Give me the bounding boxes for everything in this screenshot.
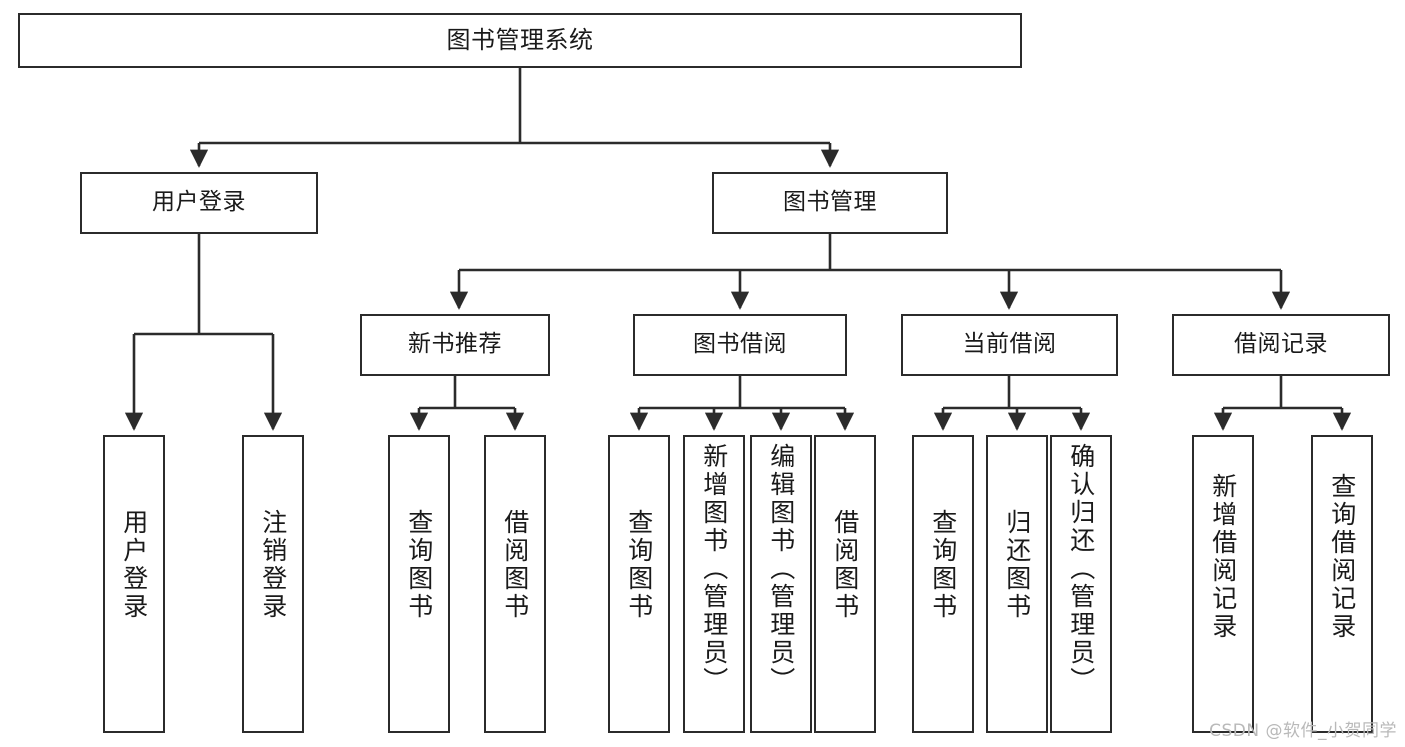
node-root-label: 图书管理系统 xyxy=(446,26,594,55)
node-leaf-query-record[interactable]: 查询借阅记录 xyxy=(1311,435,1373,733)
node-new-book-recommend[interactable]: 新书推荐 xyxy=(360,314,550,376)
node-leaf-query-book-2-label: 查询图书 xyxy=(624,509,654,621)
node-leaf-borrow-book-1-label: 借阅图书 xyxy=(500,509,530,621)
node-user-login-label: 用户登录 xyxy=(152,189,246,216)
node-book-borrow-label: 图书借阅 xyxy=(693,331,787,358)
node-leaf-add-book[interactable]: 新增图书（管理员） xyxy=(683,435,745,733)
node-leaf-user-logout-label: 注销登录 xyxy=(258,509,288,621)
node-borrow-record-label: 借阅记录 xyxy=(1234,331,1328,358)
node-book-borrow[interactable]: 图书借阅 xyxy=(633,314,847,376)
node-user-login[interactable]: 用户登录 xyxy=(80,172,318,234)
node-leaf-return-book-label: 归还图书 xyxy=(1002,509,1032,621)
node-leaf-confirm-return[interactable]: 确认归还（管理员） xyxy=(1050,435,1112,733)
node-leaf-add-book-label: 新增图书（管理员） xyxy=(699,443,729,695)
node-leaf-query-book-1-label: 查询图书 xyxy=(404,509,434,621)
node-leaf-query-book-2[interactable]: 查询图书 xyxy=(608,435,670,733)
node-leaf-return-book[interactable]: 归还图书 xyxy=(986,435,1048,733)
node-book-manage-label: 图书管理 xyxy=(783,189,877,216)
node-leaf-user-logout[interactable]: 注销登录 xyxy=(242,435,304,733)
node-leaf-query-book-1[interactable]: 查询图书 xyxy=(388,435,450,733)
node-leaf-borrow-book-2[interactable]: 借阅图书 xyxy=(814,435,876,733)
node-leaf-borrow-book-2-label: 借阅图书 xyxy=(830,509,860,621)
node-leaf-query-book-3[interactable]: 查询图书 xyxy=(912,435,974,733)
node-leaf-add-record[interactable]: 新增借阅记录 xyxy=(1192,435,1254,733)
node-leaf-user-login-label: 用户登录 xyxy=(119,509,149,621)
node-leaf-edit-book[interactable]: 编辑图书（管理员） xyxy=(750,435,812,733)
node-leaf-add-record-label: 新增借阅记录 xyxy=(1208,473,1238,641)
node-leaf-borrow-book-1[interactable]: 借阅图书 xyxy=(484,435,546,733)
node-leaf-edit-book-label: 编辑图书（管理员） xyxy=(766,443,796,695)
node-root[interactable]: 图书管理系统 xyxy=(18,13,1022,68)
node-leaf-query-record-label: 查询借阅记录 xyxy=(1327,473,1357,641)
node-leaf-query-book-3-label: 查询图书 xyxy=(928,509,958,621)
node-new-book-recommend-label: 新书推荐 xyxy=(408,331,502,358)
node-book-manage[interactable]: 图书管理 xyxy=(712,172,948,234)
node-borrow-record[interactable]: 借阅记录 xyxy=(1172,314,1390,376)
csdn-watermark: CSDN @软件_小贺同学 xyxy=(1209,721,1397,741)
node-leaf-user-login[interactable]: 用户登录 xyxy=(103,435,165,733)
node-leaf-confirm-return-label: 确认归还（管理员） xyxy=(1066,443,1096,695)
node-current-borrow-label: 当前借阅 xyxy=(962,331,1057,358)
node-current-borrow[interactable]: 当前借阅 xyxy=(901,314,1118,376)
